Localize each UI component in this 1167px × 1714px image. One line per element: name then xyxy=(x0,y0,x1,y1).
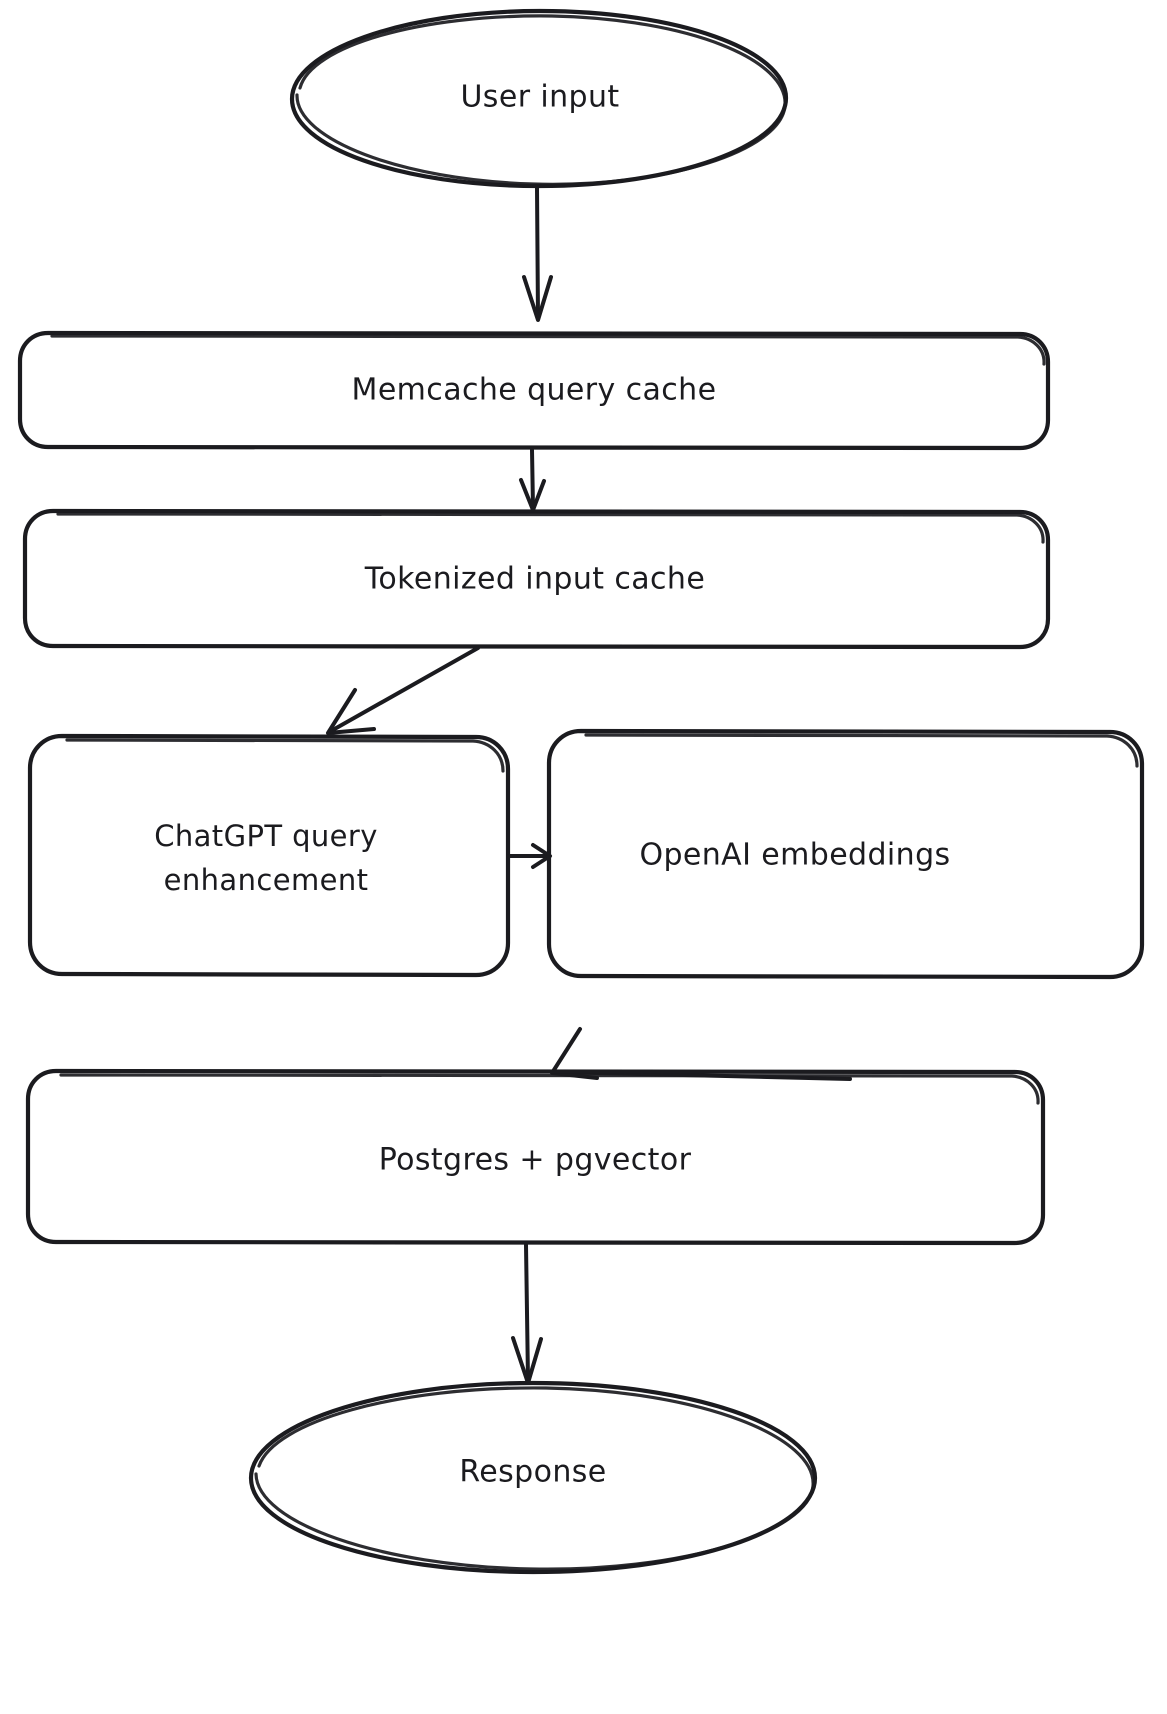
openai-box-sketch xyxy=(584,733,1139,768)
memcache-box-outline xyxy=(17,330,1051,451)
tokenized-box-sketch xyxy=(56,512,1045,544)
node-openai-embeddings[interactable]: OpenAI embeddings xyxy=(546,728,1145,980)
node-chatgpt-query-enhancement[interactable]: ChatGPT query enhancement xyxy=(27,733,511,978)
postgres-box-outline xyxy=(25,1068,1046,1246)
edge-chatgpt-to-openai xyxy=(507,843,552,869)
tokenized-box-outline xyxy=(22,508,1051,650)
chatgpt-box-sketch xyxy=(65,738,505,773)
memcache-label: Memcache query cache xyxy=(352,373,717,408)
edge-line xyxy=(535,186,540,320)
edge-tokenized-to-chatgpt xyxy=(326,646,480,735)
response-ellipse-sketch xyxy=(254,1386,815,1571)
chatgpt-box-outline xyxy=(27,733,511,978)
edge-postgres-to-response xyxy=(511,1243,543,1385)
arrow-head-down-icon xyxy=(522,275,553,322)
node-response[interactable]: Response xyxy=(248,1380,818,1575)
node-postgres-pgvector[interactable]: Postgres + pgvector xyxy=(25,1068,1046,1246)
openai-label: OpenAI embeddings xyxy=(639,838,950,873)
edge-line xyxy=(329,646,480,733)
node-memcache[interactable]: Memcache query cache xyxy=(17,330,1051,451)
response-label: Response xyxy=(459,1455,606,1490)
edge-memcache-to-tokenized xyxy=(519,448,546,512)
tokenized-label: Tokenized input cache xyxy=(364,562,705,597)
user-input-ellipse-sketch xyxy=(295,14,787,186)
postgres-label: Postgres + pgvector xyxy=(379,1143,692,1178)
postgres-box-sketch xyxy=(59,1073,1040,1105)
edge-line xyxy=(524,1243,530,1382)
node-user-input[interactable]: User input xyxy=(289,8,789,189)
edge-line xyxy=(530,448,535,510)
edge-user-input-to-memcache xyxy=(522,186,553,322)
arrow-head-diagonal-left-icon xyxy=(326,688,376,735)
memcache-box-sketch xyxy=(50,334,1046,366)
openai-box-outline xyxy=(546,728,1145,980)
user-input-label: User input xyxy=(460,80,619,115)
chatgpt-label-line1: ChatGPT query xyxy=(154,819,378,853)
response-ellipse-outline xyxy=(248,1380,818,1575)
chatgpt-label-line2: enhancement xyxy=(164,863,369,897)
node-tokenized-input-cache[interactable]: Tokenized input cache xyxy=(22,508,1051,650)
